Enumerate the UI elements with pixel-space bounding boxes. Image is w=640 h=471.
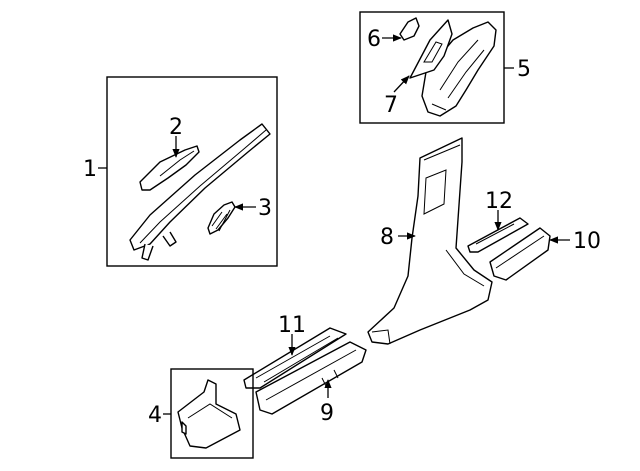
- front-sill-plate-part: [255, 341, 367, 415]
- rear-sill-plate-part: [489, 227, 551, 281]
- callout-8: 8: [380, 225, 394, 250]
- leader-7: [393, 75, 410, 93]
- front-sill-trim-part: [243, 327, 347, 389]
- callout-5: 5: [517, 57, 531, 82]
- a-pillar-trim-part: [129, 123, 271, 261]
- callout-6: 6: [367, 27, 381, 52]
- callout-3: 3: [258, 196, 272, 221]
- callout-7: 7: [384, 93, 398, 118]
- a-pillar-grommet-part: [207, 201, 236, 235]
- callout-4: 4: [148, 403, 162, 428]
- callout-12: 12: [485, 189, 513, 214]
- center-pillar-lower-trim-part: [367, 137, 493, 345]
- callout-1: 1: [83, 157, 97, 182]
- callout-11: 11: [278, 313, 306, 338]
- b-pillar-upper-trim-part: [421, 21, 497, 117]
- b-pillar-upper-cover-part: [409, 19, 453, 79]
- cowl-side-trim-part: [177, 379, 241, 449]
- group-box-1: [106, 76, 278, 267]
- callout-2: 2: [169, 115, 183, 140]
- callout-10: 10: [573, 229, 601, 254]
- rear-sill-trim-part: [467, 217, 529, 253]
- b-pillar-small-clip-part: [399, 17, 420, 41]
- callout-9: 9: [320, 401, 334, 426]
